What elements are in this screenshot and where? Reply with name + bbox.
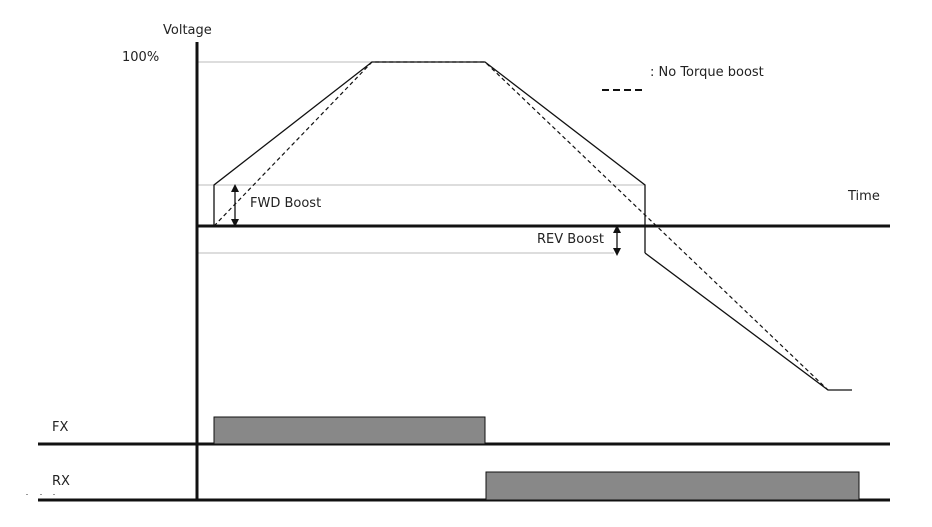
rx-label: RX — [52, 474, 70, 489]
guide-lines — [197, 61, 645, 254]
no-boost-line — [213, 61, 829, 391]
rx-signal-bar — [485, 471, 860, 501]
legend-label: : No Torque boost — [650, 65, 764, 80]
fx-signal-bar — [213, 416, 486, 445]
time-axis-label: Time — [848, 189, 880, 204]
voltage-axis-label: Voltage — [163, 23, 212, 38]
no-boost-profile — [213, 61, 829, 391]
fwd-boost-label: FWD Boost — [250, 196, 322, 211]
reverse-profile-line — [644, 252, 852, 391]
decorative-dots — [26, 494, 55, 495]
percent-100-label: 100% — [122, 50, 160, 65]
forward-profile-line — [213, 61, 646, 253]
fx-label: FX — [52, 420, 69, 435]
rev-boost-label: REV Boost — [537, 232, 604, 247]
